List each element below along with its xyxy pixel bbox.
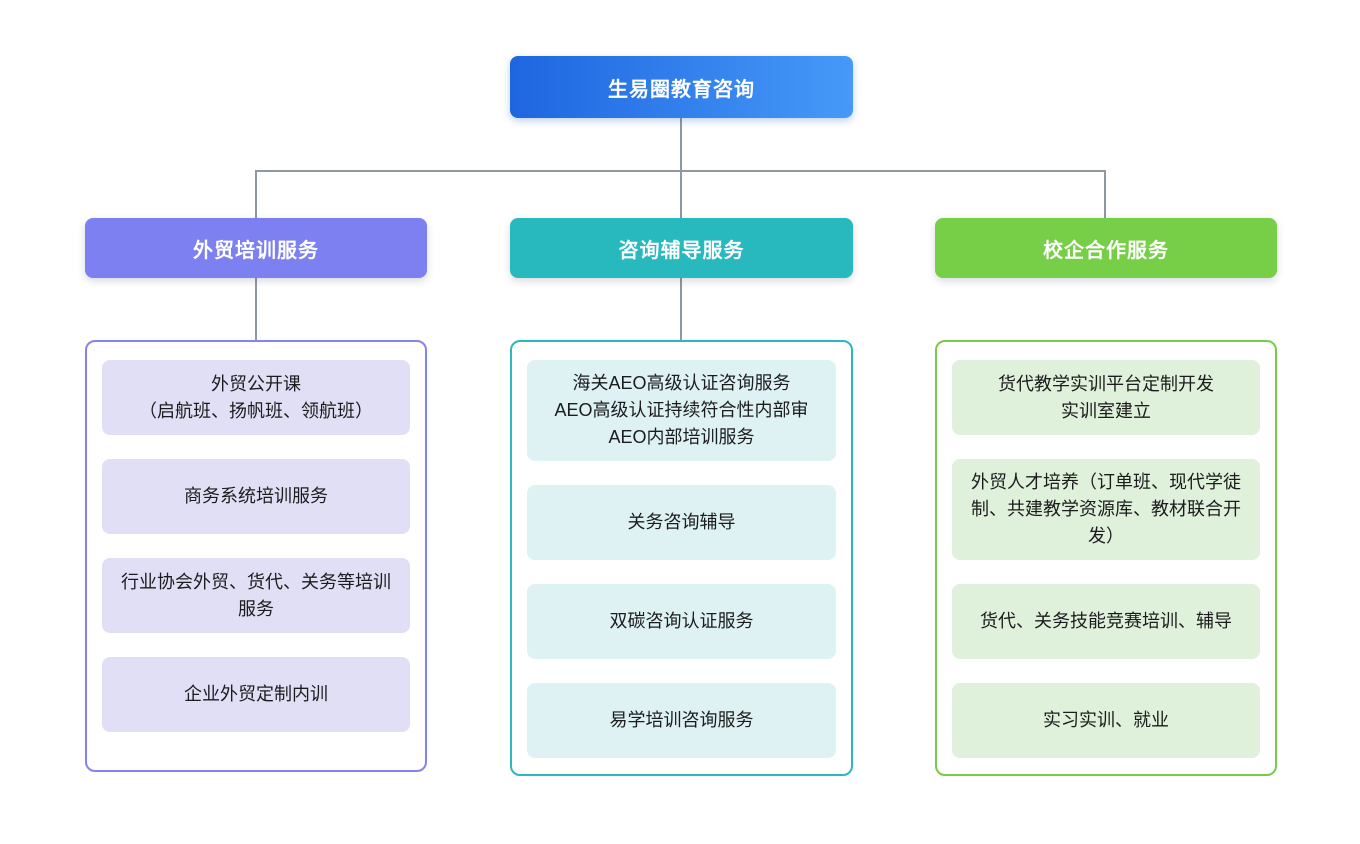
connector-panel-branch-2 [680, 278, 682, 341]
leaf-item: 海关AEO高级认证咨询服务 AEO高级认证持续符合性内部审 AEO内部培训服务 [527, 360, 836, 461]
branch-panel-consulting-coaching: 海关AEO高级认证咨询服务 AEO高级认证持续符合性内部审 AEO内部培训服务 … [510, 340, 853, 776]
connector-root-vertical [680, 118, 682, 171]
leaf-item: 企业外贸定制内训 [102, 657, 410, 732]
branch-header-school-enterprise: 校企合作服务 [935, 218, 1277, 278]
leaf-item: 外贸人才培养（订单班、现代学徒制、共建教学资源库、教材联合开发） [952, 459, 1260, 560]
leaf-item: 双碳咨询认证服务 [527, 584, 836, 659]
connector-drop-branch-2 [680, 170, 682, 218]
leaf-item: 关务咨询辅导 [527, 485, 836, 560]
branch-panel-school-enterprise: 货代教学实训平台定制开发 实训室建立 外贸人才培养（订单班、现代学徒制、共建教学… [935, 340, 1277, 776]
leaf-item: 行业协会外贸、货代、关务等培训服务 [102, 558, 410, 633]
branch-header-foreign-trade-training: 外贸培训服务 [85, 218, 427, 278]
leaf-item: 货代、关务技能竞赛培训、辅导 [952, 584, 1260, 659]
leaf-item: 易学培训咨询服务 [527, 683, 836, 758]
root-node-label: 生易圈教育咨询 [608, 78, 755, 101]
branch-panel-foreign-trade-training: 外贸公开课 （启航班、扬帆班、领航班） 商务系统培训服务 行业协会外贸、货代、关… [85, 340, 427, 772]
leaf-item: 商务系统培训服务 [102, 459, 410, 534]
branch-header-label: 外贸培训服务 [193, 239, 319, 262]
connector-drop-branch-1 [255, 170, 257, 218]
leaf-item: 实习实训、就业 [952, 683, 1260, 758]
root-node: 生易圈教育咨询 [510, 56, 853, 118]
branch-header-label: 校企合作服务 [1043, 239, 1169, 262]
leaf-item: 外贸公开课 （启航班、扬帆班、领航班） [102, 360, 410, 435]
connector-drop-branch-3 [1104, 170, 1106, 218]
branch-header-consulting-coaching: 咨询辅导服务 [510, 218, 853, 278]
branch-header-label: 咨询辅导服务 [618, 239, 745, 262]
leaf-item: 货代教学实训平台定制开发 实训室建立 [952, 360, 1260, 435]
connector-panel-branch-1 [255, 278, 257, 341]
